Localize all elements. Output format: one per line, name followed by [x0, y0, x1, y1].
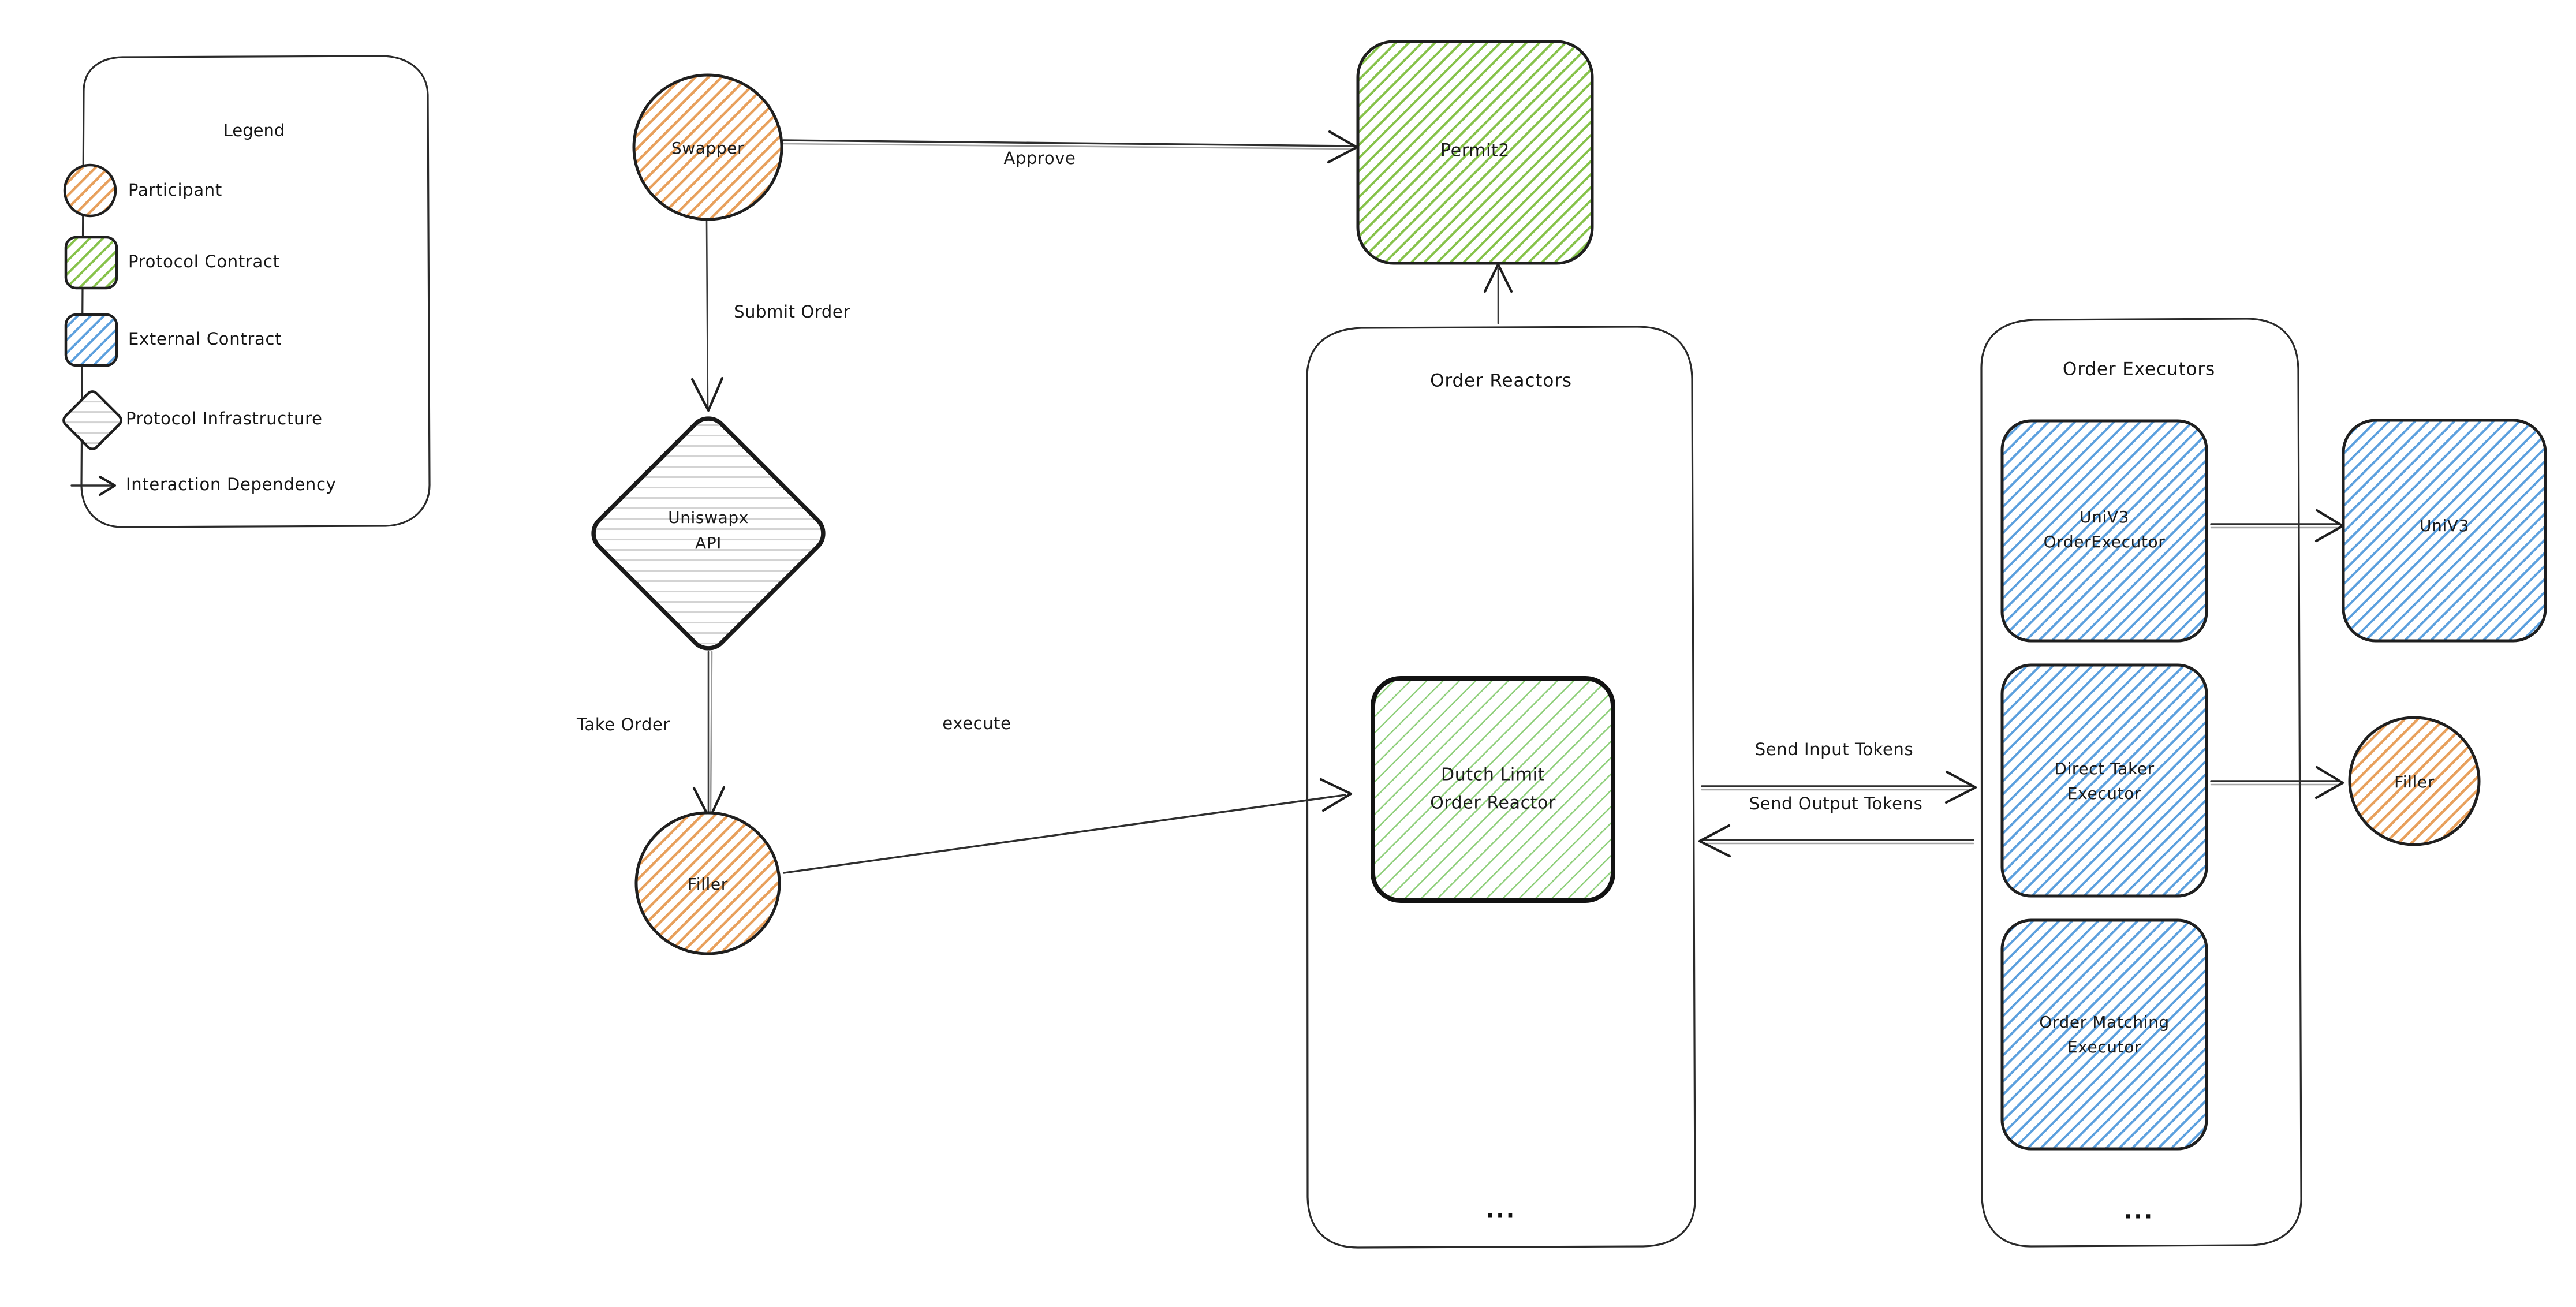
edge-label-execute: execute [942, 714, 1011, 733]
legend-label-interaction-dependency: Interaction Dependency [126, 475, 337, 494]
node-label-order-matching-line2: Executor [2067, 1037, 2141, 1056]
node-label-uniswapx-api-line2: API [695, 533, 722, 552]
legend-swatch-protocol-contract [64, 236, 118, 290]
edge-send-input-tokens: Send Input Tokens [1701, 740, 1977, 804]
edge-reactor-to-permit2 [1483, 263, 1513, 324]
order-reactors-ellipsis: ... [1486, 1197, 1516, 1223]
node-univ3[interactable]: UniV3 [2342, 419, 2547, 643]
order-executors-label: Order Executors [2063, 359, 2215, 380]
node-label-uniswapx-api-line1: Uniswapx [668, 508, 749, 527]
edge-execute: execute [783, 714, 1353, 874]
node-uniswapx-api[interactable]: Uniswapx API [586, 411, 831, 656]
edge-label-submit-order: Submit Order [734, 302, 850, 322]
edge-direct-taker-to-filler [2210, 765, 2344, 800]
legend-border [80, 55, 431, 528]
order-executors-ellipsis: ... [2124, 1198, 2154, 1224]
edge-label-take-order: Take Order [576, 715, 670, 734]
node-direct-taker-executor[interactable]: Direct Taker Executor [2000, 663, 2208, 898]
legend-label-protocol-contract: Protocol Contract [128, 252, 280, 271]
node-univ3-orderexecutor[interactable]: UniV3 OrderExecutor [2000, 419, 2208, 643]
edge-label-send-output-tokens: Send Output Tokens [1749, 794, 1923, 813]
node-filler-left[interactable]: Filler [634, 811, 781, 955]
node-label-direct-taker-line1: Direct Taker [2054, 759, 2155, 778]
node-order-matching-executor[interactable]: Order Matching Executor [2000, 918, 2208, 1151]
edge-approve: Approve [782, 130, 1358, 168]
legend-swatch-external-contract [64, 313, 118, 367]
node-label-dutch-reactor-line2: Order Reactor [1430, 793, 1556, 813]
node-label-order-matching-line1: Order Matching [2039, 1013, 2170, 1032]
node-label-univ3: UniV3 [2420, 516, 2469, 535]
edge-submit-order: Submit Order [690, 218, 850, 412]
legend-swatch-protocol-infrastructure [62, 390, 122, 450]
legend-title: Legend [223, 121, 285, 140]
node-permit2[interactable]: Permit2 [1356, 40, 1594, 265]
node-label-swapper: Swapper [671, 139, 744, 158]
node-dutch-limit-order-reactor[interactable]: Dutch Limit Order Reactor [1371, 676, 1615, 903]
node-label-direct-taker-line2: Executor [2067, 784, 2141, 803]
legend-label-participant: Participant [128, 180, 222, 200]
order-reactors-label: Order Reactors [1430, 371, 1572, 391]
node-swapper[interactable]: Swapper [632, 73, 783, 221]
node-label-univ3-executor-line2: OrderExecutor [2044, 532, 2166, 551]
node-filler-right[interactable]: Filler [2348, 716, 2481, 846]
edge-send-output-tokens: Send Output Tokens [1698, 794, 1974, 858]
edge-take-order: Take Order [576, 651, 726, 820]
edge-label-send-input-tokens: Send Input Tokens [1755, 740, 1913, 759]
edge-label-approve: Approve [1004, 148, 1076, 168]
node-label-univ3-executor-line1: UniV3 [2080, 507, 2129, 526]
legend-label-external-contract: External Contract [128, 329, 282, 349]
node-label-filler-right: Filler [2394, 772, 2435, 791]
node-label-filler-left: Filler [688, 875, 728, 894]
legend-swatch-arrow-icon [70, 475, 117, 496]
legend-label-protocol-infrastructure: Protocol Infrastructure [126, 409, 323, 428]
legend-swatch-participant [63, 163, 117, 218]
node-label-permit2: Permit2 [1440, 141, 1510, 161]
node-label-dutch-reactor-line1: Dutch Limit [1441, 765, 1545, 785]
legend: Legend Participant Protocol Contract Ext… [62, 55, 431, 528]
